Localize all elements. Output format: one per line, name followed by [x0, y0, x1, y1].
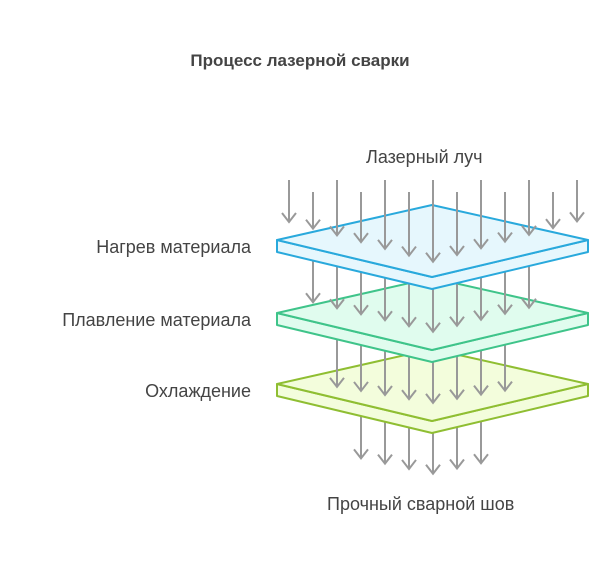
arrow-down-icon: [545, 192, 561, 230]
label-laser-beam: Лазерный луч: [366, 147, 483, 167]
arrow-down-icon: [497, 340, 513, 393]
arrow-down-icon: [425, 180, 441, 264]
arrow-down-icon: [353, 192, 369, 244]
label-melting: Плавление материала: [62, 310, 251, 330]
arrow-down-icon: [449, 192, 465, 257]
arrow-down-icon: [569, 180, 585, 224]
arrow-down-icon: [281, 180, 297, 224]
arrow-down-icon: [353, 410, 369, 461]
diagram-title: Процесс лазерной сварки: [190, 51, 410, 70]
arrow-down-icon: [353, 340, 369, 393]
label-heating: Нагрев материала: [96, 237, 251, 257]
arrow-down-icon: [497, 192, 513, 244]
arrow-down-icon: [329, 260, 345, 310]
arrow-down-icon: [305, 260, 321, 304]
arrow-down-icon: [401, 192, 417, 258]
arrow-down-icon: [521, 180, 537, 237]
arrows-below-cooling: [353, 410, 489, 476]
arrows-to-heating: [281, 180, 585, 264]
arrow-down-icon: [329, 180, 345, 238]
label-weld-seam: Прочный сварной шов: [327, 494, 515, 514]
arrow-down-icon: [473, 180, 489, 250]
arrow-down-icon: [521, 260, 537, 310]
arrow-down-icon: [377, 180, 393, 251]
arrow-down-icon: [305, 192, 321, 231]
label-cooling: Охлаждение: [145, 381, 251, 401]
arrow-down-icon: [329, 340, 345, 389]
